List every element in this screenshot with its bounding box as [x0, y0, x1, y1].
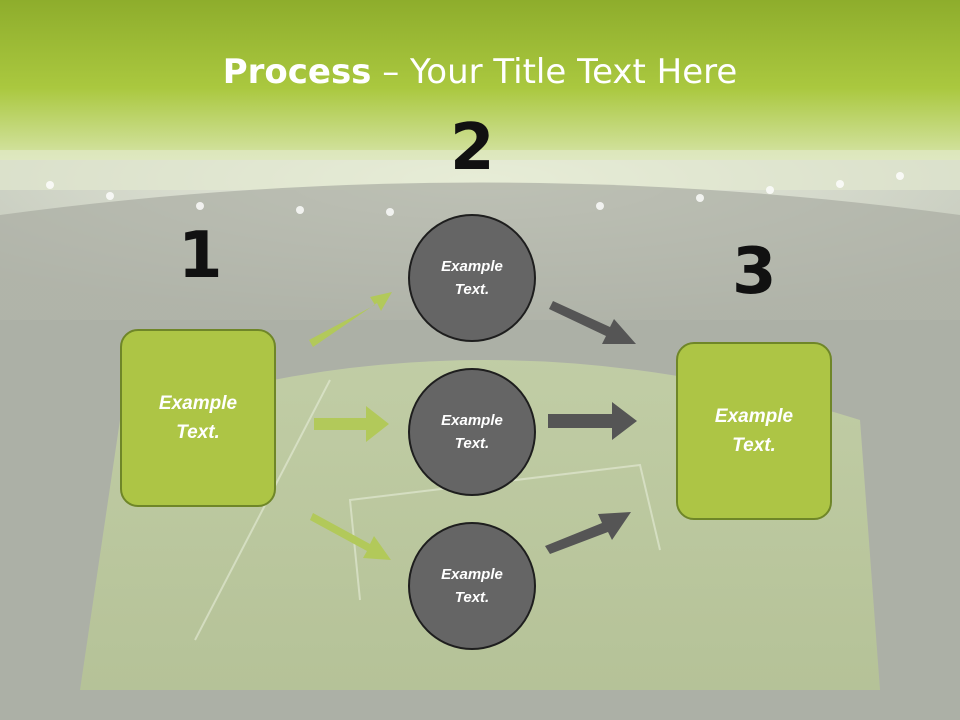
- circle-top-line2: Text.: [454, 281, 490, 298]
- step-number-3: 3: [732, 235, 777, 309]
- step-number-1: 1: [178, 219, 223, 293]
- left-box-line1: Example: [158, 393, 238, 414]
- circle-top-line1: Example: [441, 258, 503, 275]
- circle-bottom-line2: Text.: [454, 589, 490, 606]
- right-box-line2: Text.: [732, 435, 776, 456]
- title-bold: Process: [222, 52, 372, 92]
- arrow-gray-right: [548, 402, 637, 440]
- title-rest: – Your Title Text Here: [371, 52, 738, 92]
- arrow-gray-down-right: [549, 301, 636, 344]
- left-box-line2: Text.: [176, 422, 220, 443]
- circle-bottom-line1: Example: [441, 566, 503, 583]
- arrow-right-green: [314, 406, 389, 442]
- arrow-down-right: [310, 513, 391, 560]
- right-box-line1: Example: [714, 406, 794, 427]
- circle-middle-line2: Text.: [454, 435, 490, 452]
- arrow-up-right: [309, 292, 392, 347]
- arrow-gray-up-right: [545, 512, 631, 554]
- step-number-2: 2: [450, 111, 495, 185]
- slide-title: Process – Your Title Text Here: [0, 52, 960, 92]
- circle-middle-line1: Example: [441, 412, 503, 429]
